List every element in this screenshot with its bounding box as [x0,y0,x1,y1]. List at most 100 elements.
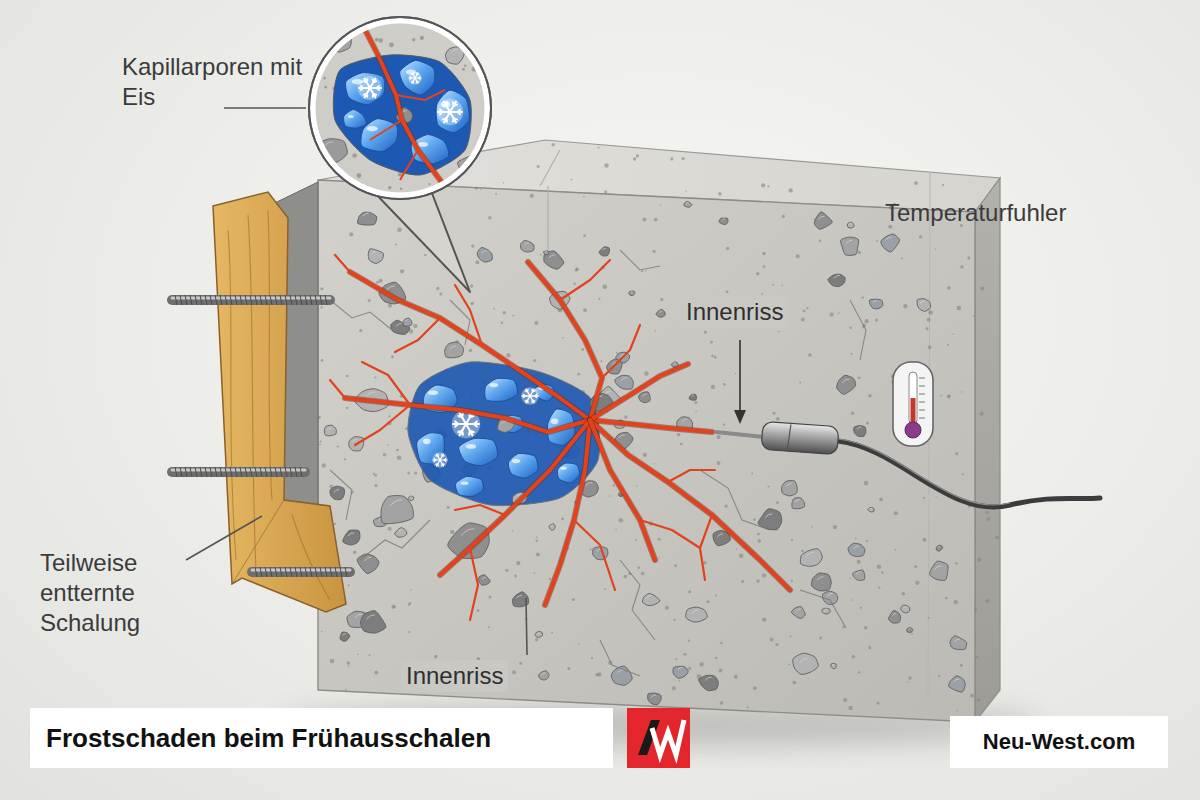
stone-highlight [516,595,521,598]
pore [829,312,833,316]
pore [790,636,792,638]
hairline-crack [360,520,430,560]
pore [501,321,504,324]
pore [573,282,575,284]
pore [475,186,478,189]
pore [534,321,538,325]
rod-thread [250,467,252,477]
stone [408,496,414,500]
pore [330,659,335,664]
stone-highlight [796,609,800,611]
pore [746,706,748,708]
pore [480,188,482,190]
stone-highlight [909,628,911,630]
stone [361,611,386,633]
pore [719,669,723,673]
pore [642,217,646,221]
pore [762,252,766,256]
stone [719,218,728,224]
pore [751,473,753,475]
rod-thread [310,567,312,577]
stone [639,392,651,403]
rod-thread [205,295,207,305]
rod-thread [290,467,292,477]
stone-highlight [817,577,823,580]
pore [753,518,756,521]
hairline-crack [620,560,655,640]
threaded-rod [252,567,350,577]
stone [689,394,697,400]
stone [403,318,412,326]
probe-tip [716,432,764,437]
pore [962,473,964,475]
pore [519,662,522,665]
snowflake-arm [525,389,530,396]
snowflake [522,389,538,403]
pore [928,310,932,314]
pore [598,298,600,300]
pore [723,383,726,386]
stone [642,593,659,605]
pore [479,169,481,171]
stone [930,561,948,580]
snowflake-arm [450,102,457,112]
snowflake-glow [358,76,382,100]
stone-highlight [795,500,799,502]
stone-highlight [659,311,662,313]
pore [353,550,357,554]
stone-highlight [603,248,606,250]
pore [321,631,322,632]
pore [923,497,925,499]
pore [756,579,759,582]
snowflake-glow [432,452,447,467]
logo-mark [652,720,684,755]
pore [855,538,857,540]
pore [725,505,728,508]
rod-thread [305,295,307,305]
pore [901,258,903,260]
pore [388,444,390,446]
pore [901,592,905,596]
pore [455,184,460,189]
wood-grain [228,230,236,560]
pore [571,179,573,181]
pore [715,595,717,597]
pore [319,176,324,181]
pore [677,433,681,437]
pore [761,293,763,295]
stone-highlight [352,439,358,442]
pore [877,564,881,568]
rod-thread [255,567,257,577]
stone [395,528,407,538]
pore [894,511,898,515]
pore [720,701,724,705]
stone [814,212,832,229]
snowflake-arm [530,396,535,403]
pore [348,666,350,668]
pore [938,675,940,677]
pore [374,377,376,379]
pore [878,587,880,589]
pore [533,359,536,362]
pore [674,564,677,567]
stone [699,675,719,690]
part-label: Kapillarporen mit Eis [122,52,304,112]
pore [864,626,867,629]
pore [739,554,743,558]
pore [762,265,765,268]
pore [488,626,490,628]
snowflake-arm [443,102,450,112]
pore [699,662,703,666]
pore [942,184,944,186]
pore [336,35,340,39]
pore [778,331,780,333]
pore [388,415,390,417]
stone [907,628,913,633]
pore [875,319,878,322]
pore [957,306,962,311]
crack-branch [602,325,640,378]
pore [420,36,424,40]
rod-thread [210,467,212,477]
snowflake-arm [415,78,419,83]
pore [849,327,852,330]
